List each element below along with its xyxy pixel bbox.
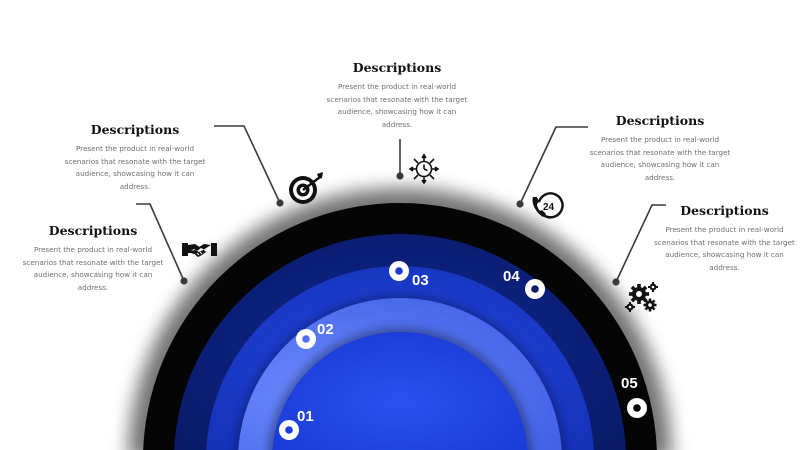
description-title-02: Descriptions	[90, 122, 180, 137]
description-block-02: Descriptions Present the product in real…	[60, 122, 210, 193]
connector-dot-05	[612, 278, 620, 286]
description-title-01: Descriptions	[48, 223, 138, 238]
step-number-05: 05	[621, 375, 638, 392]
step-number-01: 01	[297, 408, 314, 425]
core	[272, 332, 528, 450]
description-body-02: Present the product in real-world scenar…	[64, 144, 206, 191]
description-block-05: Descriptions Present the product in real…	[652, 203, 797, 274]
connector-04	[519, 126, 588, 205]
connector-05	[615, 204, 666, 283]
description-title-05: Descriptions	[680, 203, 769, 218]
connector-02	[214, 125, 281, 204]
network-clock-icon	[408, 153, 440, 185]
connector-dot-03	[396, 172, 404, 180]
description-block-03: Descriptions Present the product in real…	[322, 60, 472, 131]
step-number-03: 03	[412, 272, 429, 289]
description-title-04: Descriptions	[615, 113, 705, 128]
marker-03	[389, 261, 409, 281]
gears-icon	[625, 282, 658, 312]
handshake-icon	[182, 243, 217, 257]
connector-01	[136, 203, 185, 282]
description-body-01: Present the product in real-world scenar…	[22, 245, 164, 292]
description-body-04: Present the product in real-world scenar…	[589, 135, 731, 182]
description-block-01: Descriptions Present the product in real…	[18, 223, 168, 294]
svg-text:24: 24	[543, 202, 555, 213]
connector-dot-04	[516, 200, 524, 208]
marker-04	[525, 279, 545, 299]
step-number-02: 02	[317, 321, 334, 338]
marker-01	[279, 420, 299, 440]
description-body-05: Present the product in real-world scenar…	[654, 225, 795, 272]
connector-dot-01	[180, 277, 188, 285]
step-number-04: 04	[503, 268, 520, 285]
description-body-03: Present the product in real-world scenar…	[326, 82, 468, 129]
marker-05	[627, 398, 647, 418]
target-icon	[289, 172, 323, 204]
description-title-03: Descriptions	[352, 60, 442, 75]
description-block-04: Descriptions Present the product in real…	[585, 113, 735, 184]
marker-02	[296, 329, 316, 349]
phone-24-icon: 24	[532, 192, 564, 219]
connector-dot-02	[276, 199, 284, 207]
